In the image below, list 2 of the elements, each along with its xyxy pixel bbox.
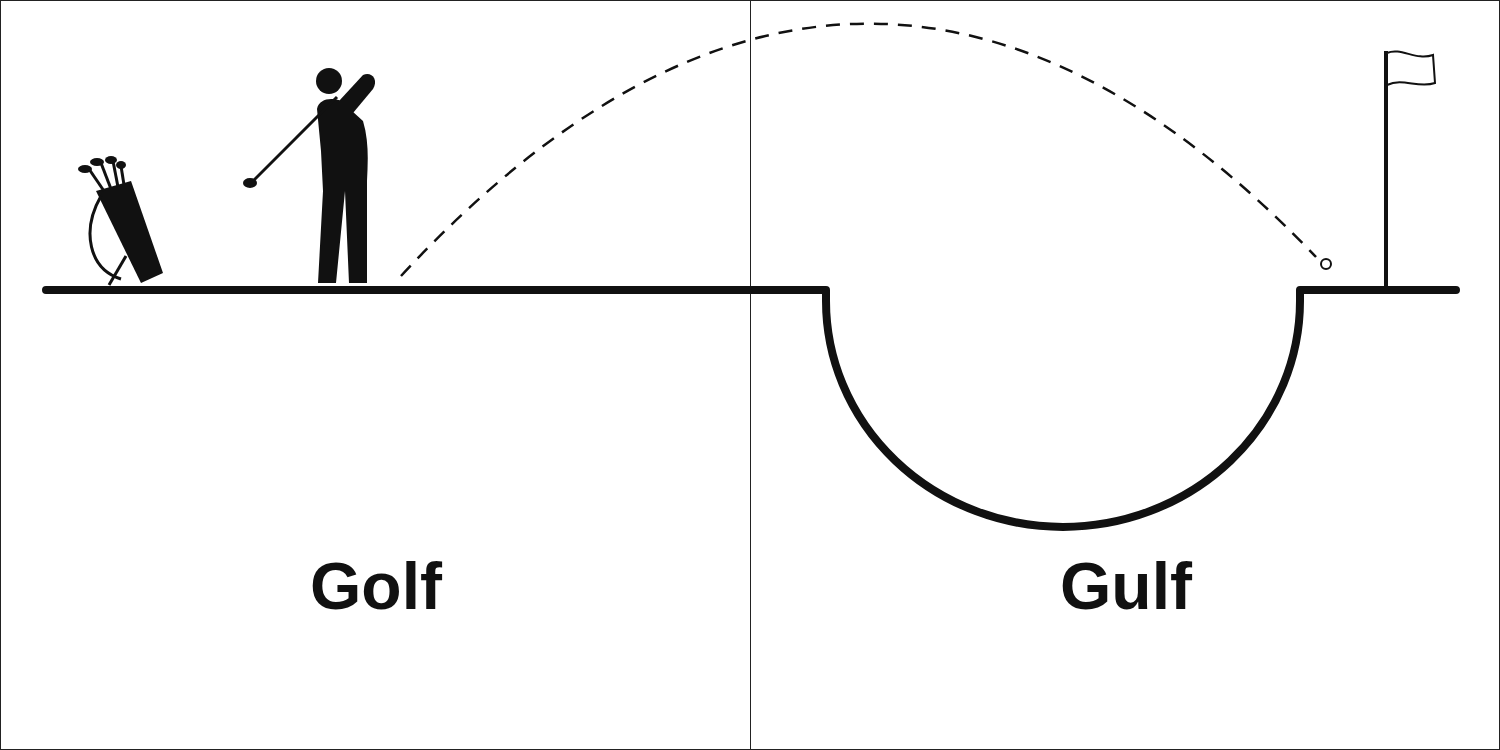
panel-title: Gulf	[1060, 553, 1192, 619]
panel-title: Golf	[310, 553, 442, 619]
